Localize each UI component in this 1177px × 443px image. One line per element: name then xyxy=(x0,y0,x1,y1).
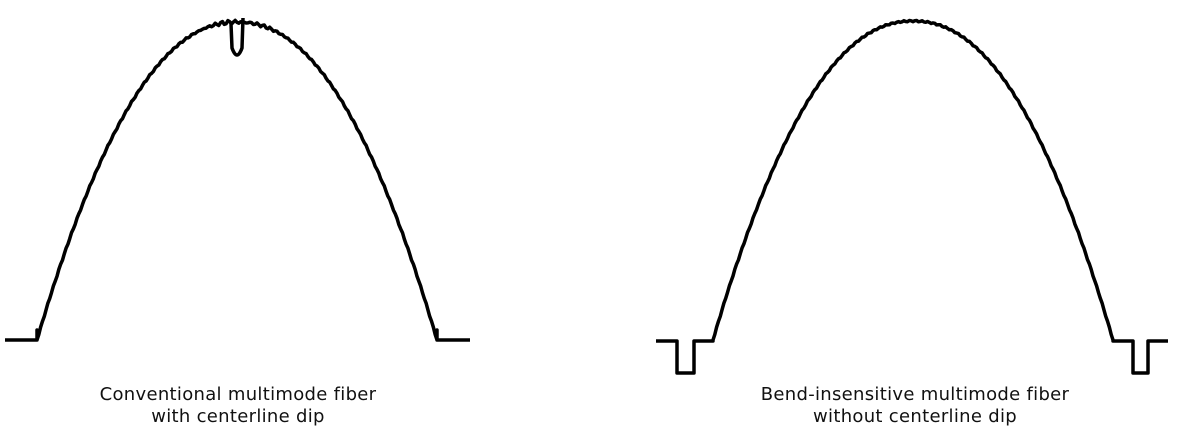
conventional-fiber-caption-line2: with centerline dip xyxy=(151,406,325,427)
conventional-fiber-caption: Conventional multimode fiber with center… xyxy=(38,384,438,428)
conventional-fiber-caption-line1: Conventional multimode fiber xyxy=(99,384,377,405)
conventional-fiber-index-profile xyxy=(5,17,470,342)
bend-insensitive-fiber-caption: Bend-insensitive multimode fiber without… xyxy=(715,384,1115,428)
bend-insensitive-fiber-index-profile xyxy=(656,18,1168,375)
bend-insensitive-fiber-caption-line2: without centerline dip xyxy=(813,406,1017,427)
bend-insensitive-fiber-caption-line1: Bend-insensitive multimode fiber xyxy=(760,384,1070,405)
